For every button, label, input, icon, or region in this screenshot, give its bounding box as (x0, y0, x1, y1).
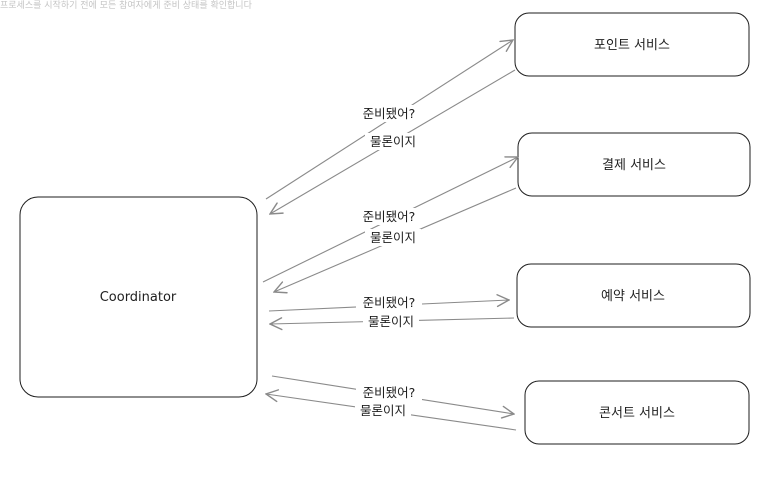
service-node-concert: 콘서트 서비스 (524, 380, 750, 445)
edge-label-ready-payment: 준비됐어? (363, 209, 416, 224)
service-label-concert: 콘서트 서비스 (599, 406, 675, 421)
edge-label-answer-payment: 물론이지 (370, 230, 416, 245)
edge-label-ready-reservation: 준비됐어? (363, 295, 416, 310)
edge-label-answer-point: 물론이지 (370, 134, 416, 149)
edge-label-ready-concert: 준비됐어? (363, 385, 416, 400)
service-node-reservation: 예약 서비스 (516, 263, 751, 328)
service-node-point: 포인트 서비스 (514, 12, 750, 77)
coordinator-node: Coordinator (19, 196, 258, 398)
edge-label-answer-concert: 물론이지 (360, 403, 406, 418)
service-label-payment: 결제 서비스 (602, 158, 666, 173)
edge-label-answer-reservation: 물론이지 (368, 314, 414, 329)
header-note: 프로세스를 시작하기 전에 모든 참여자에게 준비 상태를 확인합니다 (0, 1, 252, 11)
service-label-reservation: 예약 서비스 (601, 289, 665, 304)
coordinator-label: Coordinator (100, 290, 177, 305)
service-node-payment: 결제 서비스 (517, 132, 751, 197)
edge-label-ready-point: 준비됐어? (363, 106, 416, 121)
service-label-point: 포인트 서비스 (594, 38, 670, 53)
